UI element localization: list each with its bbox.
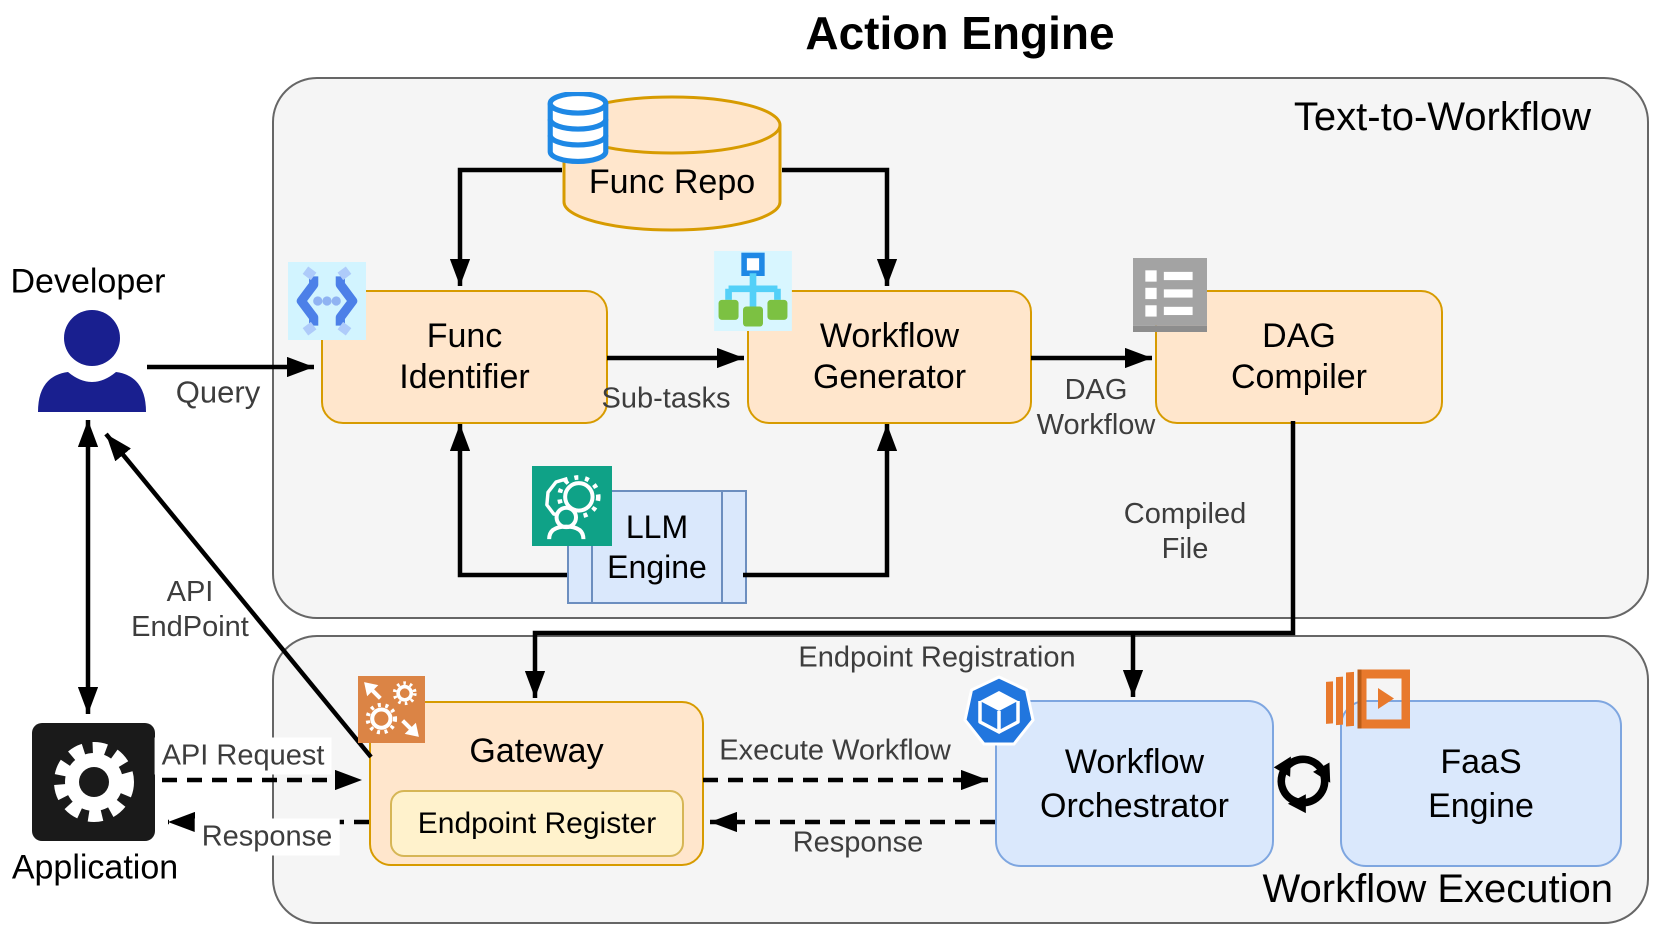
edge-gateway-to-developer [104, 432, 373, 759]
func-identifier-node: Func Identifier [321, 290, 608, 424]
llm-engine-label-line2: Engine [607, 549, 707, 585]
edge-label-response-right: Response [792, 826, 924, 859]
edge-label-dag-workflow: DAG Workflow [1037, 373, 1156, 443]
llm-engine-label-line1: LLM [625, 509, 689, 545]
sync-arrows-icon [1269, 746, 1337, 816]
application-label: Application [11, 848, 179, 887]
gateway-label: Gateway [469, 732, 604, 770]
edge-repo-to-identifier [449, 167, 562, 286]
edge-label-endpoint-registration: Endpoint Registration [798, 641, 1076, 674]
edge-repo-to-generator [782, 167, 898, 286]
edge-label-api-endpoint-line2: EndPoint [131, 611, 249, 643]
edge-label-compiled-file: Compiled File [1124, 497, 1247, 567]
code-brackets-icon [288, 262, 366, 340]
workflow-generator-label-line1: Workflow [819, 317, 960, 355]
workflow-orchestrator-label-line1: Workflow [1064, 742, 1205, 781]
func-repo-node: Func Repo [562, 95, 782, 232]
section-text-to-workflow-label: Text-to-Workflow [1293, 95, 1591, 139]
flowchart-icon [714, 251, 792, 331]
workflow-generator-node: Workflow Generator [747, 290, 1032, 424]
edge-label-dag-workflow-line2: Workflow [1036, 409, 1156, 441]
component-bar-right [721, 492, 723, 602]
edge-label-response-left: Response [194, 818, 340, 856]
edge-label-compiled-file-line1: Compiled [1123, 498, 1247, 530]
person-icon [30, 306, 154, 414]
cylinder-shape [562, 95, 782, 232]
page-title: Action Engine [805, 7, 1115, 59]
cube-hexagon-icon [962, 674, 1036, 748]
edge-llm-to-identifier [449, 424, 567, 578]
func-identifier-label-line2: Identifier [399, 358, 530, 396]
endpoint-register-label: Endpoint Register [417, 806, 657, 840]
edge-label-query: Query [175, 374, 261, 410]
workflow-orchestrator-label-line2: Orchestrator [1040, 786, 1229, 825]
gears-exchange-icon [358, 676, 425, 743]
lambda-faas-icon [1324, 664, 1410, 740]
edge-label-dag-workflow-line1: DAG [1064, 374, 1128, 406]
edge-label-api-endpoint: API EndPoint [131, 575, 249, 645]
func-identifier-label-line1: Func [426, 317, 503, 355]
edge-label-compiled-file-line2: File [1161, 533, 1209, 565]
application-node [32, 723, 155, 841]
database-icon [544, 92, 612, 164]
edge-label-execute-workflow: Execute Workflow [719, 734, 951, 767]
dag-compiler-label-line1: DAG [1262, 317, 1336, 355]
edge-label-api-endpoint-line1: API [166, 576, 214, 608]
edge-label-api-request: API Request [154, 737, 332, 775]
edge-label-sub-tasks: Sub-tasks [601, 382, 731, 415]
machine-learning-icon [532, 466, 612, 546]
section-workflow-execution-label: Workflow Execution [1262, 867, 1613, 911]
component-bar-left [591, 492, 593, 602]
dag-compiler-label-line2: Compiler [1230, 358, 1368, 396]
workflow-generator-label-line2: Generator [812, 358, 967, 396]
func-repo-label: Func Repo [588, 163, 756, 201]
faas-engine-label-line1: FaaS [1440, 742, 1522, 781]
edge-llm-to-generator [743, 424, 898, 578]
gear-icon [53, 742, 134, 822]
workflow-orchestrator-node: Workflow Orchestrator [995, 700, 1274, 867]
list-icon [1133, 258, 1207, 332]
endpoint-register-node: Endpoint Register [390, 790, 684, 857]
developer-label: Developer [10, 262, 166, 301]
edge-compiled-file [524, 421, 1296, 698]
faas-engine-label-line2: Engine [1428, 786, 1534, 825]
